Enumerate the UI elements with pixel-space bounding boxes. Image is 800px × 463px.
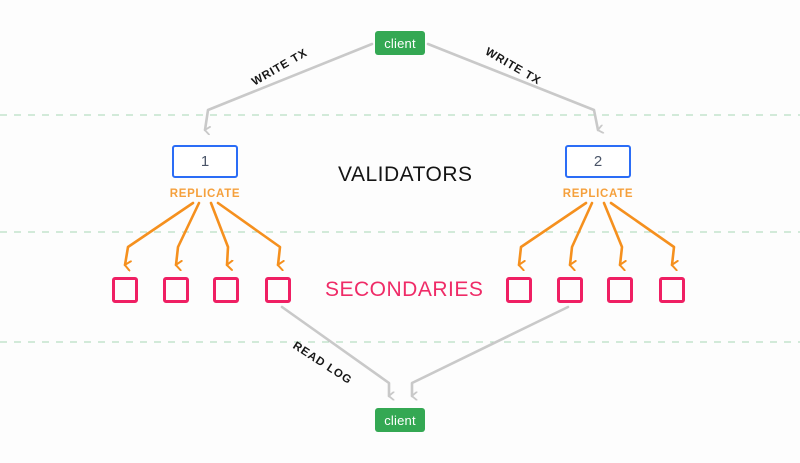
secondary-node-4[interactable] [265,277,291,303]
validators-group-label: VALIDATORS [338,163,473,186]
secondary-node-2[interactable] [163,277,189,303]
secondary-node-8[interactable] [659,277,685,303]
read-log-edges [280,305,570,396]
validator-node-2[interactable]: 2 [565,145,631,178]
replicate-edges-validator-1 [123,201,280,265]
validator-node-2-label: 2 [593,153,603,170]
guide-lines [0,114,800,343]
write-tx-edges [203,42,598,130]
secondary-node-6[interactable] [557,277,583,303]
secondary-node-5[interactable] [506,277,532,303]
client-node-bottom-label: client [384,412,416,428]
client-node-bottom[interactable]: client [375,408,425,432]
validator-node-1-label: 1 [200,153,210,170]
client-node-top-label: client [384,35,416,51]
client-node-top[interactable]: client [375,31,425,55]
secondaries-group-label: SECONDARIES [325,278,484,301]
replicate-label-1: REPLICATE [169,188,241,200]
replicate-edges-validator-2 [517,201,674,265]
replicate-label-2: REPLICATE [562,188,634,200]
secondary-node-7[interactable] [607,277,633,303]
secondary-node-3[interactable] [213,277,239,303]
validator-node-1[interactable]: 1 [172,145,238,178]
secondary-node-1[interactable] [112,277,138,303]
